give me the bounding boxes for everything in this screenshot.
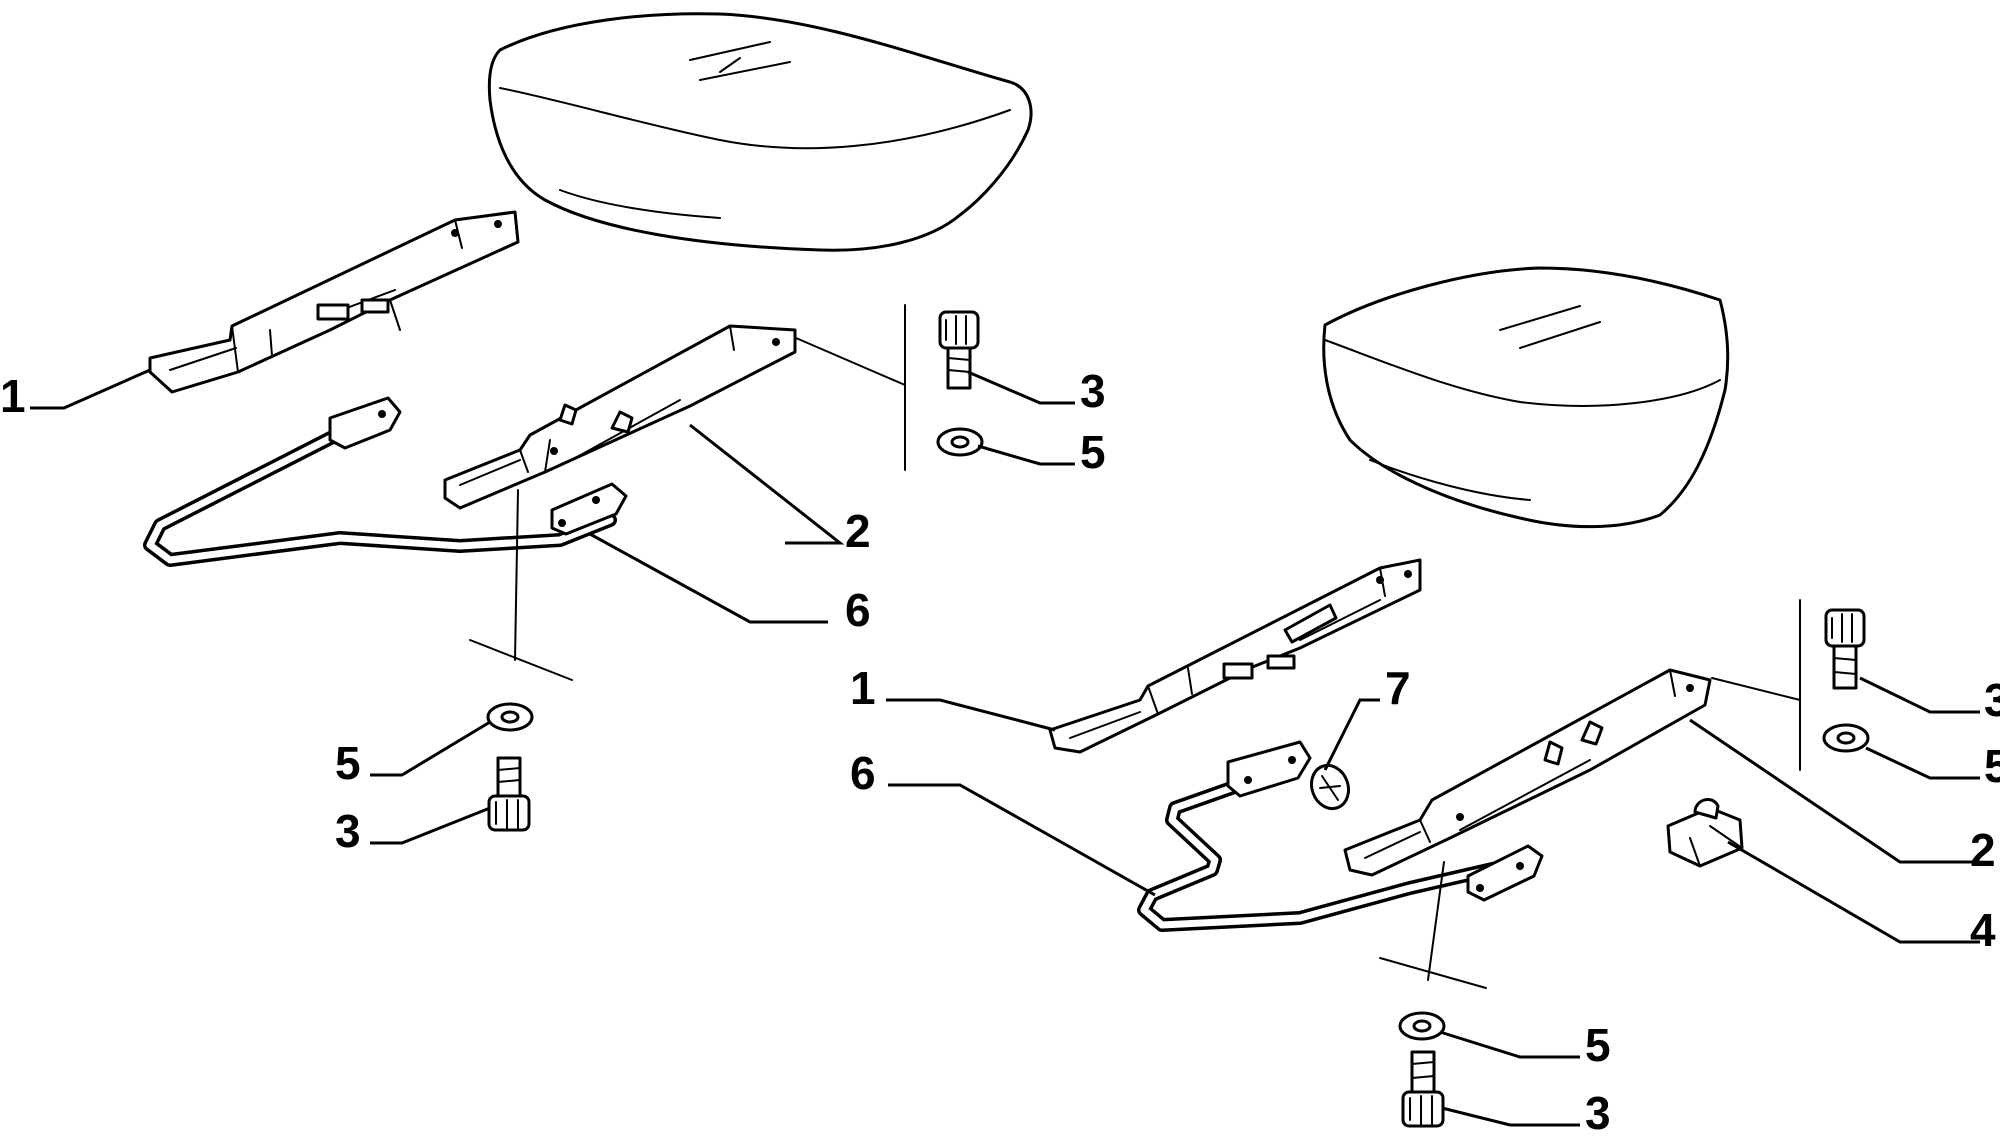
callout-left-slide-lower: 2 <box>845 505 871 557</box>
callout-left-bolt-top: 3 <box>1080 365 1106 417</box>
callout-left-washer-top: 5 <box>1080 426 1106 478</box>
right-top-fastener-bracket <box>1711 599 1801 771</box>
callout-right-bar: 6 <box>850 747 876 799</box>
leader-lines <box>30 368 1980 1127</box>
right-seat-cushion <box>1322 266 1730 529</box>
callout-right-slide-lower: 2 <box>1970 824 1996 876</box>
callout-left-bolt-bottom: 3 <box>335 805 361 857</box>
left-seat-cushion <box>487 12 1033 252</box>
callout-right-bolt-top: 3 <box>1984 674 2000 726</box>
left-top-fastener-bracket <box>795 304 906 471</box>
callout-right-washer-bottom: 5 <box>1585 1019 1611 1071</box>
left-bottom-bolt <box>487 756 531 832</box>
right-upper-seat-slide <box>1048 558 1422 754</box>
right-bottom-fastener-bracket <box>1379 861 1487 989</box>
right-connecting-bar <box>1137 740 1544 932</box>
callout-left-slide-upper: 1 <box>0 370 26 422</box>
left-top-bolt <box>938 310 980 390</box>
right-clip <box>1309 763 1351 811</box>
left-lower-seat-slide <box>443 324 797 510</box>
right-top-washer <box>1822 723 1870 753</box>
callout-right-clip: 7 <box>1385 662 1411 714</box>
callout-left-bar: 6 <box>845 584 871 636</box>
callout-right-stop: 4 <box>1970 904 1996 956</box>
right-lower-seat-slide <box>1343 668 1712 877</box>
callout-right-washer-top: 5 <box>1984 740 2000 792</box>
callout-left-washer-bottom: 5 <box>335 737 361 789</box>
left-upper-seat-slide <box>148 210 520 394</box>
right-seat-stop <box>1666 797 1744 868</box>
left-bottom-fastener-bracket <box>469 489 573 681</box>
callout-right-slide-upper: 1 <box>850 662 876 714</box>
right-bottom-bolt <box>1401 1050 1445 1128</box>
right-bottom-washer <box>1398 1011 1446 1041</box>
left-bottom-washer <box>486 702 534 732</box>
left-connecting-bar <box>143 396 628 567</box>
callout-right-bolt-bottom: 3 <box>1585 1087 1611 1139</box>
left-top-washer <box>936 427 984 457</box>
right-top-bolt <box>1824 608 1866 690</box>
